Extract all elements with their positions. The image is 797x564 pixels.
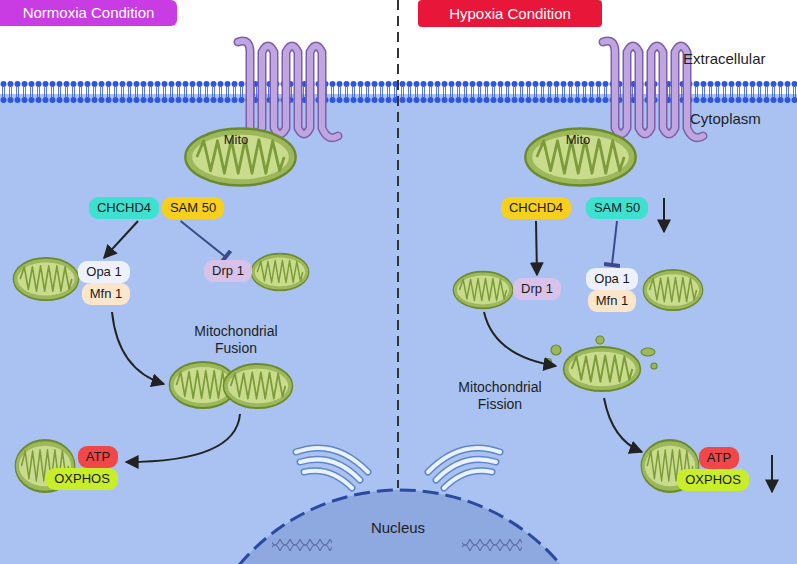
receptor-outline bbox=[238, 41, 338, 138]
receptor-protein bbox=[238, 41, 338, 138]
dna-helix bbox=[272, 539, 332, 551]
curved-arrow bbox=[112, 312, 164, 384]
node-text: Mito bbox=[224, 132, 249, 148]
er-outline bbox=[296, 448, 368, 488]
receptor-group bbox=[238, 41, 703, 138]
divider-line bbox=[397, 0, 399, 488]
fused-mitochondrion bbox=[223, 364, 292, 408]
protein-box: CHCHD4 bbox=[89, 197, 159, 219]
mito-fragment bbox=[651, 363, 657, 369]
protein-box: Drp 1 bbox=[204, 260, 252, 282]
condition-header: Normoxia Condition bbox=[0, 0, 177, 26]
node-text: SAM 50 bbox=[170, 200, 216, 216]
output-box: ATP bbox=[78, 446, 118, 468]
decrease-arrow bbox=[771, 455, 773, 492]
protein-box: Drp 1 bbox=[513, 278, 561, 300]
node-text: Mfn 1 bbox=[596, 293, 629, 309]
node-text: Mito bbox=[566, 132, 591, 148]
node-text: Drp 1 bbox=[521, 281, 553, 297]
protein-box: Opa 1 bbox=[78, 261, 129, 283]
mito-fragment bbox=[551, 345, 561, 355]
output-box: ATP bbox=[699, 447, 739, 469]
node-text: Hypoxia Condition bbox=[426, 3, 594, 24]
activation-connector bbox=[536, 221, 537, 275]
mito-fragment bbox=[596, 336, 604, 344]
node-text: Normoxia Condition bbox=[8, 3, 169, 23]
region-label: Cytoplasm bbox=[690, 110, 761, 127]
node-text: OXPHOS bbox=[685, 472, 741, 488]
mitochondrion bbox=[13, 258, 78, 300]
mitochondrion bbox=[643, 270, 703, 310]
organelle-label: Nucleus bbox=[371, 519, 425, 536]
er-stack bbox=[296, 448, 368, 488]
activation-connector bbox=[104, 221, 138, 258]
er-stack bbox=[428, 448, 500, 488]
fragmenting-mitochondrion bbox=[564, 347, 641, 391]
protein-box: SAM 50 bbox=[586, 197, 648, 219]
region-label: Extracellular bbox=[683, 50, 766, 67]
node-text: Opa 1 bbox=[594, 271, 629, 287]
mitochondrion bbox=[251, 254, 309, 291]
node-text: Opa 1 bbox=[86, 264, 121, 280]
node-text: OXPHOS bbox=[54, 471, 110, 487]
node-text: CHCHD4 bbox=[509, 200, 563, 216]
condition-header: Hypoxia Condition bbox=[418, 0, 602, 27]
mito-fragment bbox=[641, 348, 655, 356]
er-outline bbox=[428, 448, 500, 488]
node-text: ATP bbox=[707, 450, 731, 466]
protein-box: Mfn 1 bbox=[82, 283, 131, 305]
process-arrows bbox=[112, 198, 772, 492]
dna-helix bbox=[462, 539, 522, 551]
mito-label-shape: Mito bbox=[564, 132, 593, 148]
node-text: ATP bbox=[86, 449, 110, 465]
node-text: SAM 50 bbox=[594, 200, 640, 216]
inhibition-connector bbox=[181, 221, 226, 257]
node-text: Mfn 1 bbox=[90, 286, 123, 302]
process-label: Mitochondrial Fusion bbox=[184, 323, 288, 357]
mitochondrion bbox=[185, 128, 295, 185]
protein-box: SAM 50 bbox=[162, 197, 224, 219]
mitochondrion bbox=[453, 272, 513, 309]
protein-box: CHCHD4 bbox=[501, 197, 571, 219]
mito-fragments bbox=[545, 336, 658, 369]
curved-arrow bbox=[126, 414, 240, 462]
curved-arrow bbox=[604, 398, 642, 452]
decrease-arrow bbox=[663, 198, 665, 232]
output-box: OXPHOS bbox=[677, 469, 749, 491]
protein-box: Mfn 1 bbox=[588, 290, 637, 312]
curved-arrow bbox=[484, 312, 556, 366]
node-text: Drp 1 bbox=[212, 263, 244, 279]
protein-box: Opa 1 bbox=[586, 268, 637, 290]
mitochondrion bbox=[525, 128, 635, 185]
node-text: CHCHD4 bbox=[97, 200, 151, 216]
mito-label-shape: Mito bbox=[222, 132, 251, 148]
nucleus-shape bbox=[190, 490, 610, 564]
output-box: OXPHOS bbox=[46, 468, 118, 490]
process-label: Mitochondrial Fission bbox=[448, 379, 552, 413]
inhibition-connector bbox=[612, 221, 617, 265]
